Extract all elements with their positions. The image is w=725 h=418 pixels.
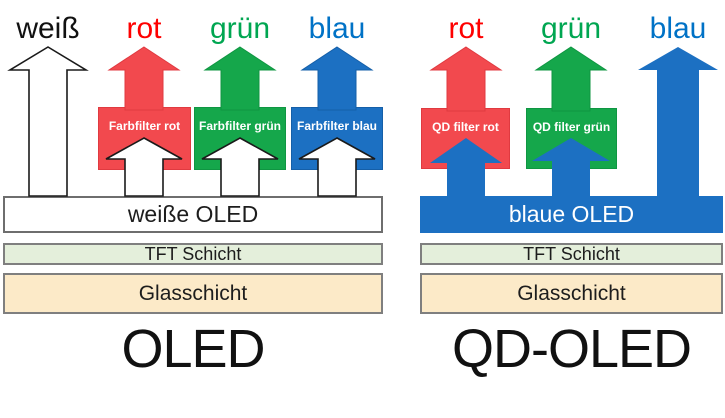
label-blau-right: blau xyxy=(649,12,707,45)
green-light-arrow-right xyxy=(534,46,608,112)
label-weiss: weiß xyxy=(16,12,80,45)
blue-light-arrow-tall xyxy=(638,47,718,202)
title-oled: OLED xyxy=(121,319,265,379)
farbfilter-rot-box: Farbfilter rot xyxy=(98,107,191,170)
qd-filter-rot-box: QD filter rot xyxy=(421,108,510,169)
farbfilter-blau-box: Farbfilter blau xyxy=(291,107,383,170)
blaue-oled-layer: blaue OLED xyxy=(420,196,723,233)
tft-layer-right: TFT Schicht xyxy=(420,243,723,265)
glass-layer-right: Glasschicht xyxy=(420,273,723,314)
blue-light-arrow-left xyxy=(300,46,374,111)
label-gruen-left: grün xyxy=(209,12,271,45)
white-light-arrow xyxy=(7,46,89,197)
label-rot-right: rot xyxy=(448,12,484,45)
red-light-arrow-left xyxy=(107,46,181,111)
qd-filter-gruen-box: QD filter grün xyxy=(526,108,617,169)
glass-layer-left: Glasschicht xyxy=(3,273,383,314)
label-blau-left: blau xyxy=(308,12,366,45)
label-rot-left: rot xyxy=(126,12,162,45)
tft-layer-left: TFT Schicht xyxy=(3,243,383,265)
farbfilter-gruen-box: Farbfilter grün xyxy=(194,107,286,170)
red-light-arrow-right xyxy=(429,46,503,112)
green-light-arrow-left xyxy=(203,46,277,111)
title-qd-oled: QD-OLED xyxy=(451,319,692,379)
weisse-oled-layer: weiße OLED xyxy=(3,196,383,233)
label-gruen-right: grün xyxy=(540,12,602,45)
